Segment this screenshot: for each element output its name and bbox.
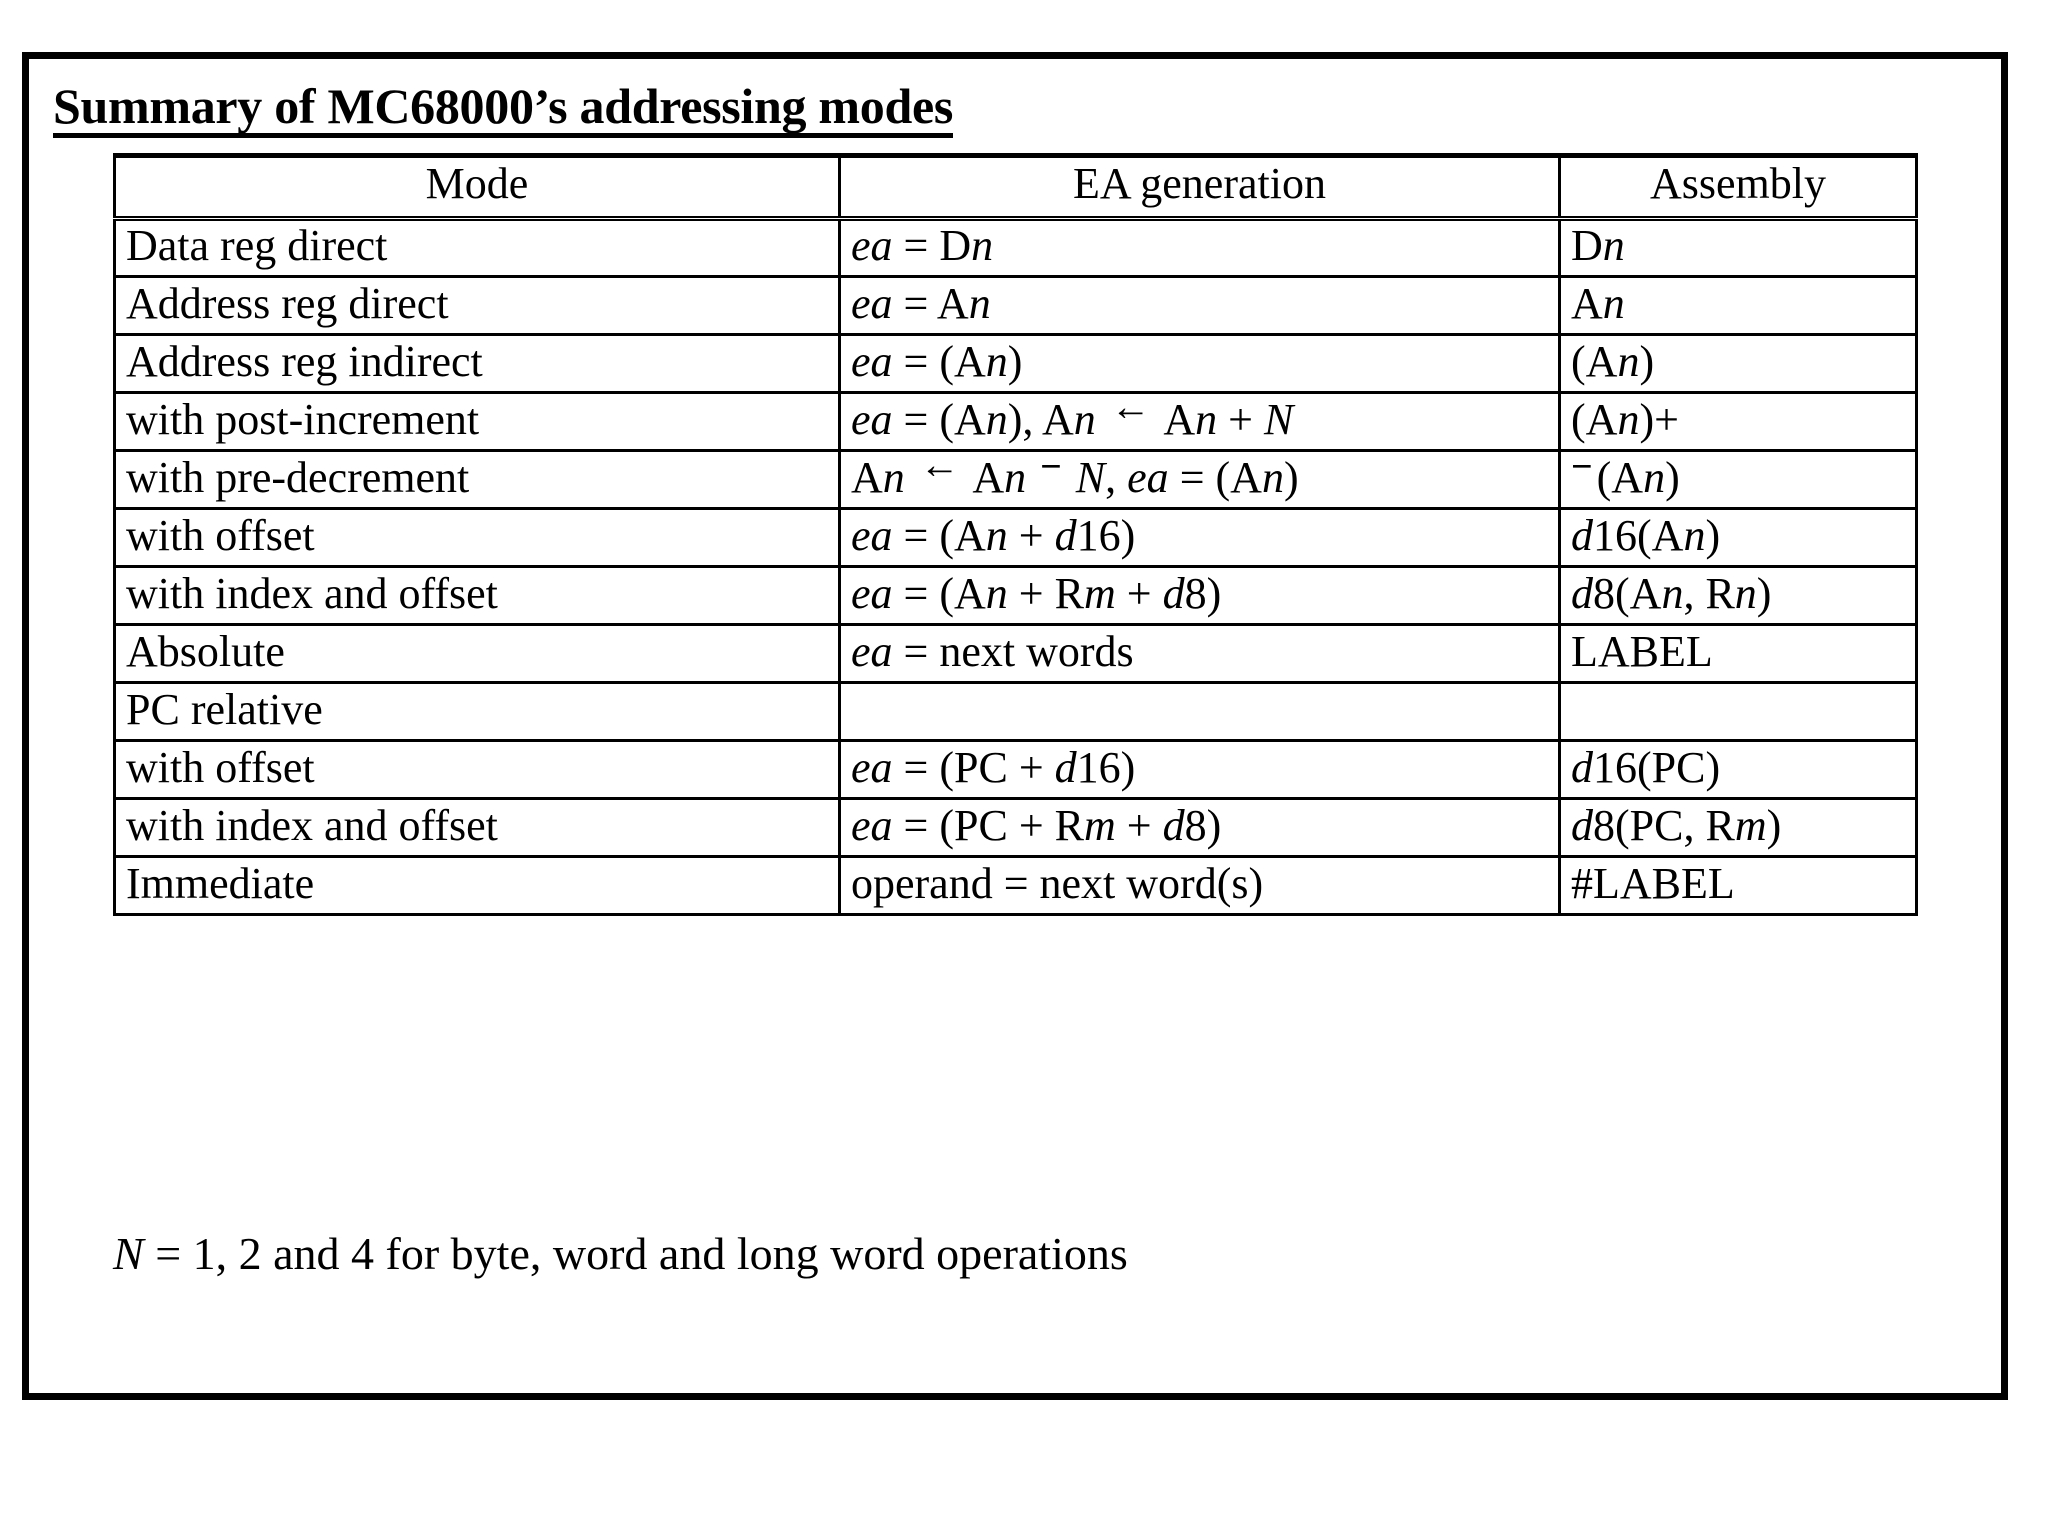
cell-mode: with index and offset — [113, 797, 841, 858]
cell-mode: PC relative — [113, 681, 841, 742]
cell-ea-generation: ea = Dn — [838, 216, 1561, 278]
cell-ea-generation: ea = (An) — [838, 333, 1561, 394]
cell-ea-generation: operand = next word(s) — [838, 855, 1561, 916]
cell-assembly: Dn — [1558, 216, 1918, 278]
cell-ea-generation: ea = (An + Rm + d8) — [838, 565, 1561, 626]
cell-mode: with offset — [113, 739, 841, 800]
slide-frame: Summary of MC68000’s addressing modes Mo… — [22, 52, 2008, 1400]
cell-assembly: d8(PC, Rm) — [1558, 797, 1918, 858]
cell-ea-generation: ea = (An + d16) — [838, 507, 1561, 568]
column-header-mode: Mode — [113, 153, 841, 220]
cell-ea-generation: ea = An — [838, 275, 1561, 336]
table-header-row: Mode EA generation Assembly — [113, 153, 1918, 220]
cell-assembly — [1558, 681, 1918, 742]
cell-ea-generation: ea = (PC + d16) — [838, 739, 1561, 800]
cell-mode: Address reg direct — [113, 275, 841, 336]
cell-assembly: −(An) — [1558, 447, 1918, 510]
cell-mode: Address reg indirect — [113, 333, 841, 394]
footnote: N = 1, 2 and 4 for byte, word and long w… — [113, 1227, 1128, 1280]
cell-mode: with pre-decrement — [113, 449, 841, 510]
footnote-text: = 1, 2 and 4 for byte, word and long wor… — [143, 1228, 1128, 1279]
cell-ea-generation: ea = next words — [838, 623, 1561, 684]
cell-assembly: #LABEL — [1558, 855, 1918, 916]
cell-ea-generation — [838, 681, 1561, 742]
table-header: Mode EA generation Assembly — [113, 153, 1918, 220]
cell-ea-generation: ea = (An), An ← An + N — [838, 386, 1561, 452]
cell-mode: Immediate — [113, 855, 841, 916]
cell-mode: with offset — [113, 507, 841, 568]
cell-assembly: (An) — [1558, 333, 1918, 394]
cell-mode: Data reg direct — [113, 216, 841, 278]
cell-assembly: LABEL — [1558, 623, 1918, 684]
cell-ea-generation: An ← An − N, ea = (An) — [838, 444, 1561, 510]
cell-assembly: An — [1558, 275, 1918, 336]
column-header-ea-generation: EA generation — [838, 153, 1561, 220]
cell-mode: Absolute — [113, 623, 841, 684]
table-row: PC relative — [113, 681, 1918, 742]
footnote-symbol: N — [113, 1228, 144, 1279]
cell-assembly: d16(PC) — [1558, 739, 1918, 800]
cell-mode: with post-increment — [113, 391, 841, 452]
addressing-modes-table: Mode EA generation Assembly Data reg dir… — [113, 153, 1918, 916]
cell-assembly: d8(An, Rn) — [1558, 565, 1918, 626]
column-header-assembly: Assembly — [1558, 153, 1918, 220]
page-title: Summary of MC68000’s addressing modes — [53, 81, 953, 138]
cell-mode: with index and offset — [113, 565, 841, 626]
cell-assembly: (An)+ — [1558, 391, 1918, 452]
cell-ea-generation: ea = (PC + Rm + d8) — [838, 797, 1561, 858]
cell-assembly: d16(An) — [1558, 507, 1918, 568]
